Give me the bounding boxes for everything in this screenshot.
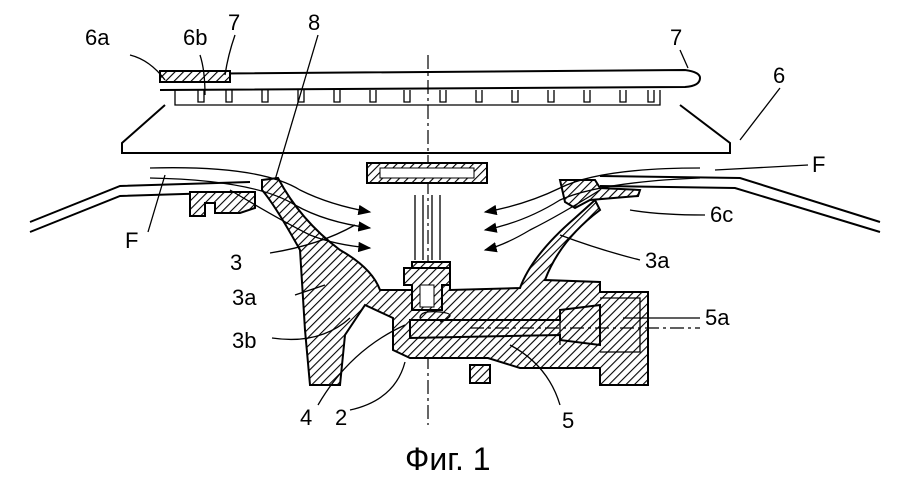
burner-cap [159,68,702,91]
label-6a: 6a [85,25,110,50]
label-F-left: F [125,228,138,253]
label-6b: 6b [183,25,207,50]
label-8: 8 [308,10,320,35]
label-7-left: 7 [228,10,240,35]
cap-hatched-section [159,70,231,83]
bottom-nut [469,364,491,384]
flame-ports [174,90,661,106]
burner-spreader [121,104,731,154]
airflow-arrows [149,167,701,260]
figure-caption: Фиг. 1 [405,441,491,477]
label-3a-left: 3a [232,285,257,310]
label-4: 4 [300,405,312,430]
burner-body [261,176,649,386]
left-support [189,191,256,217]
label-3b: 3b [232,328,256,353]
label-6: 6 [773,63,785,88]
label-3: 3 [230,250,242,275]
label-3a-right: 3a [645,248,670,273]
right-support [558,179,642,210]
gas-duct [409,297,641,353]
label-7-right: 7 [670,25,682,50]
label-5: 5 [562,408,574,433]
label-F-right: F [812,152,825,177]
label-2: 2 [335,405,347,430]
label-6c: 6c [710,202,733,227]
label-5a: 5a [705,305,730,330]
cooktop-surface [29,175,881,233]
leader-lines [129,34,809,411]
